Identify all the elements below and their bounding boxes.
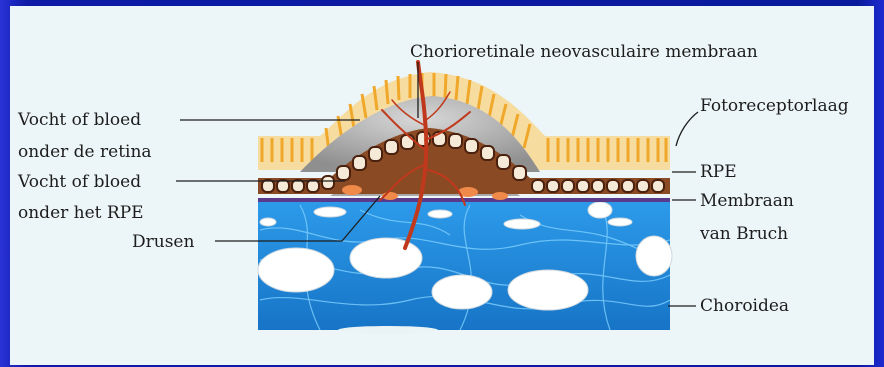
label-photoreceptor: Fotoreceptorlaag	[700, 96, 849, 116]
label-bruch-line1: Membraan	[700, 191, 794, 211]
label-cnv: Chorioretinale neovasculaire membraan	[410, 42, 758, 62]
label-fluid-retina-line2: onder de retina	[18, 142, 152, 162]
label-rpe: RPE	[700, 162, 737, 182]
label-fluid-retina-line1: Vocht of bloed	[18, 110, 141, 130]
label-drusen: Drusen	[132, 232, 194, 252]
choroid-layer	[258, 200, 672, 334]
label-fluid-rpe-line1: Vocht of bloed	[18, 172, 141, 192]
label-bruch-line2: van Bruch	[700, 224, 788, 244]
label-choroid: Choroidea	[700, 296, 789, 316]
label-fluid-rpe-line2: onder het RPE	[18, 203, 144, 223]
